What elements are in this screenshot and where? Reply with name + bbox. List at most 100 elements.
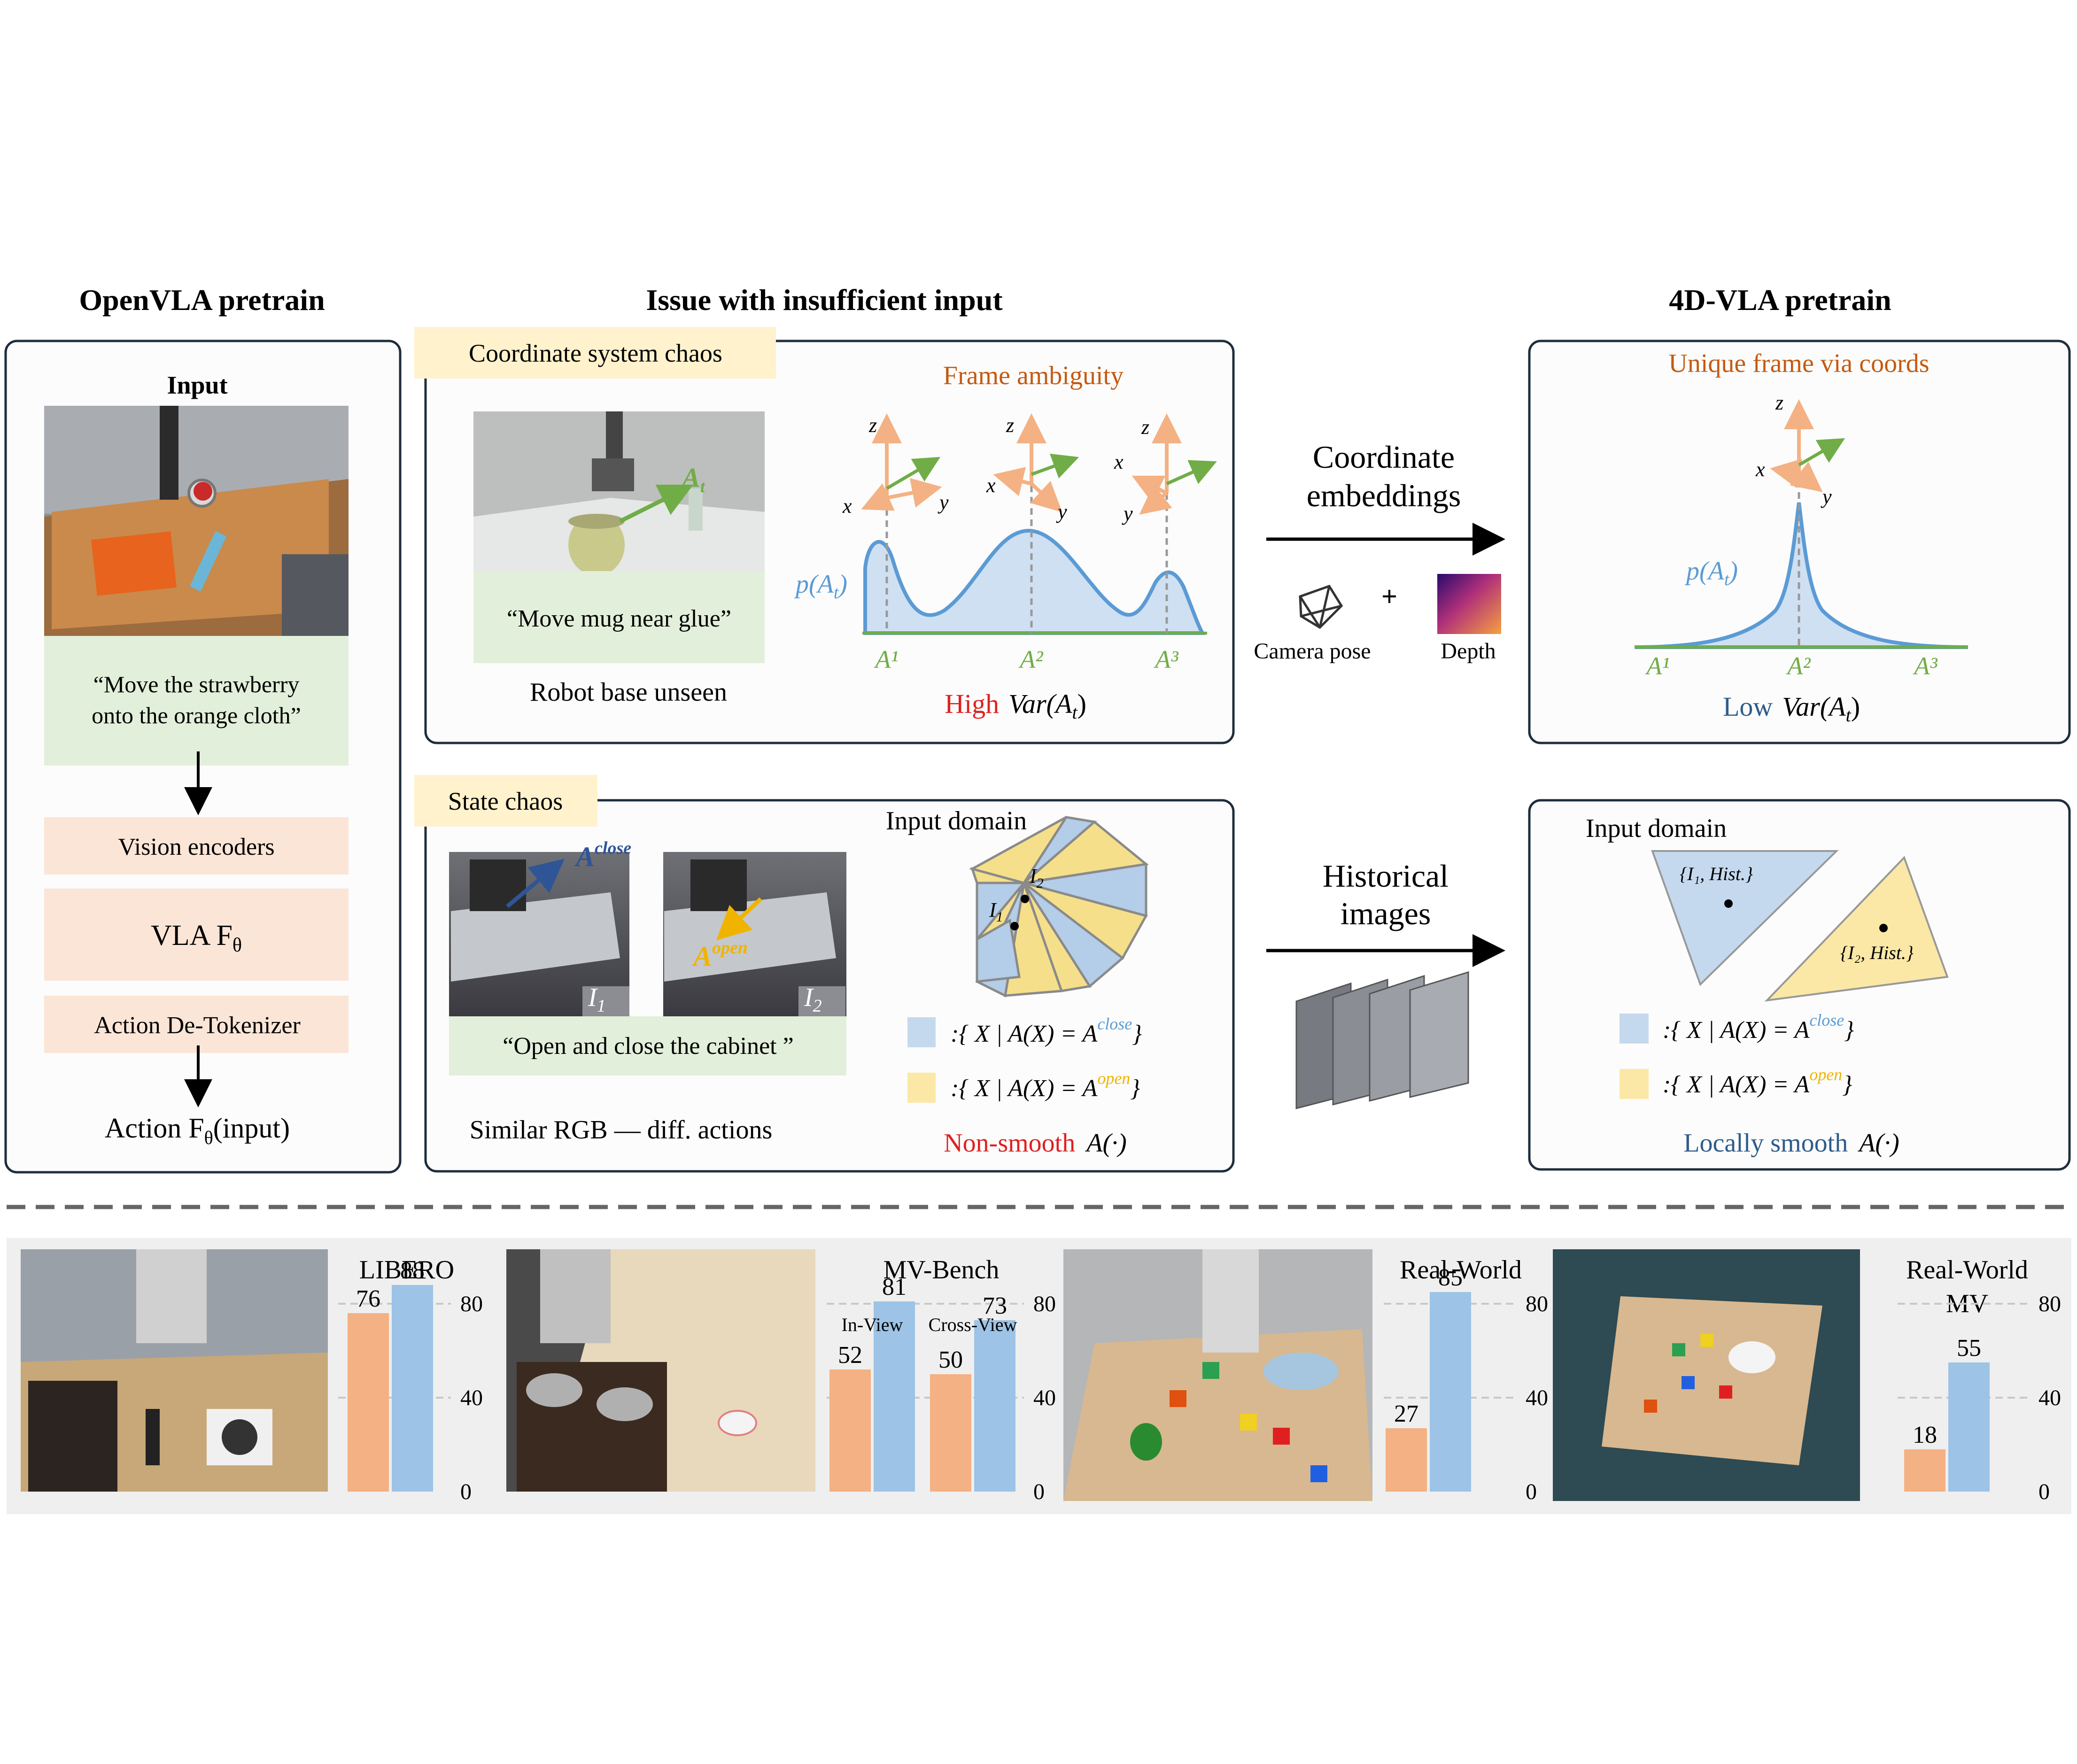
coord-frame-1: z x y <box>842 413 949 518</box>
action-label-mug: At <box>681 462 705 496</box>
chart-title: Real-World <box>1906 1255 2028 1284</box>
bar-value-label: 50 <box>938 1346 963 1373</box>
y-tick-label: 80 <box>1526 1292 1548 1316</box>
legend-close-swatch-right <box>1620 1014 1649 1044</box>
bar-value-label: 88 <box>400 1257 425 1284</box>
coordinate-chaos-panel: Coordinate system chaos At “Move mug nea… <box>414 327 1235 744</box>
bar <box>1386 1428 1427 1492</box>
y-tick-label: 0 <box>1526 1479 1537 1504</box>
domain-triangle-close <box>1651 850 1839 986</box>
left-panel-title: OpenVLA pretrain <box>79 283 325 317</box>
unique-frame-label: Unique frame via coords <box>1668 349 1929 378</box>
y-tick-label: 40 <box>460 1385 483 1410</box>
detokenizer-label: Action De-Tokenizer <box>94 1012 301 1039</box>
axis-z: z <box>1141 416 1149 439</box>
action-open-label: Aopen <box>691 938 748 972</box>
legend-close-swatch <box>907 1017 936 1047</box>
axis-y: y <box>1821 485 1832 508</box>
tick-a2: A² <box>1018 645 1043 673</box>
input-label: Input <box>167 371 227 399</box>
legend-close-text: :{ X | A(X) = Aclose} <box>951 1014 1142 1047</box>
chart-title: Real-World <box>1400 1255 1522 1284</box>
axis-y: y <box>938 491 949 514</box>
state-chaos-panel: State chaos Aclose I1 Aopen I2 “Open and… <box>414 775 1235 1173</box>
frame-ambiguity-label: Frame ambiguity <box>943 361 1124 390</box>
y-tick-label: 40 <box>1526 1385 1548 1410</box>
input-domain-label-mid: Input domain <box>886 806 1027 836</box>
coordinate-embeddings-line2: embeddings <box>1307 478 1461 513</box>
real-world-mv-scene-photo <box>1553 1249 1860 1501</box>
camera-pose-label: Camera pose <box>1254 639 1371 664</box>
depth-label: Depth <box>1441 639 1496 664</box>
tick-a1-right: A¹ <box>1645 652 1669 680</box>
image-2-label: I2 <box>804 983 822 1016</box>
bar-value-label: 81 <box>882 1274 907 1300</box>
action-close-label: Aclose <box>574 838 631 872</box>
similar-rgb-caption: Similar RGB — diff. actions <box>470 1115 773 1145</box>
y-tick-label: 80 <box>460 1292 483 1316</box>
chart-title: MV-Bench <box>884 1255 1000 1284</box>
connector-bottom: Historical images <box>1266 858 1505 1109</box>
peaked-density-curve <box>1634 502 1968 649</box>
historical-images-line2: images <box>1341 896 1431 931</box>
y-tick-label: 40 <box>2038 1385 2061 1410</box>
bar <box>930 1374 971 1492</box>
right-top-panel: Unique frame via coords z x y p(At) A¹ A… <box>1528 340 2071 744</box>
axis-x: x <box>986 474 996 497</box>
instruction-line2: onto the orange cloth” <box>92 702 301 728</box>
domain-triangle-open <box>1764 856 1949 1002</box>
point-i2-label: I2 <box>1029 865 1044 891</box>
cabinet-instruction: “Open and close the cabinet ” <box>503 1033 793 1060</box>
y-tick-label: 80 <box>1033 1292 1056 1316</box>
historical-images-line1: Historical <box>1323 858 1449 894</box>
input-photo <box>44 406 349 636</box>
category-label: In-View <box>842 1314 903 1335</box>
cabinet-image-2: Aopen I2 <box>663 852 846 1016</box>
input-domain-label-right: Input domain <box>1586 814 1727 843</box>
legend-open-swatch-right <box>1620 1069 1649 1099</box>
legend-open-text: :{ X | A(X) = Aopen} <box>951 1069 1140 1102</box>
robot-base-unseen: Robot base unseen <box>530 678 727 707</box>
tick-a3-right: A³ <box>1913 652 1938 680</box>
real-world-scene-photo <box>1063 1249 1372 1501</box>
unique-coord-frame: z x y <box>1755 391 1845 508</box>
cabinet-image-1: Aclose I1 <box>449 838 631 1016</box>
tri1-label: {I₁, Hist.} <box>1680 863 1753 884</box>
axis-z: z <box>868 414 877 437</box>
coordinate-embeddings-line1: Coordinate <box>1313 439 1455 475</box>
libero-scene-photo <box>21 1249 328 1492</box>
point-i1-label: I1 <box>989 898 1003 925</box>
bar-value-label: 18 <box>1913 1422 1937 1448</box>
depth-icon <box>1437 574 1501 634</box>
tri2-label: {I₂, Hist.} <box>1840 942 1914 963</box>
axis-x: x <box>1755 458 1765 481</box>
category-label: Cross-View <box>929 1314 1017 1335</box>
bar <box>829 1369 871 1492</box>
y-tick-label: 0 <box>1033 1479 1045 1504</box>
pinwheel-input-domain <box>969 816 1149 998</box>
bar-value-label: 85 <box>1438 1264 1463 1291</box>
bar <box>348 1313 389 1492</box>
right-bottom-panel: Input domain {I₁, Hist.} {I₂, Hist.} :{ … <box>1528 799 2071 1171</box>
bar <box>1904 1449 1945 1492</box>
camera-pose-icon <box>1299 584 1343 629</box>
right-panel-title: 4D-VLA pretrain <box>1669 283 1891 317</box>
tick-a3: A³ <box>1154 645 1178 673</box>
density-label-low: p(At) <box>1684 557 1738 589</box>
mvbench-scene-photo <box>506 1249 815 1492</box>
vision-encoders-label: Vision encoders <box>118 834 274 860</box>
y-tick-label: 0 <box>460 1479 472 1504</box>
action-output-label: Action Fθ(input) <box>105 1113 290 1148</box>
density-label-high: p(At) <box>794 570 847 603</box>
coord-frame-3: z x y <box>1114 413 1217 525</box>
tick-a1: A¹ <box>874 645 898 673</box>
bar-value-label: 27 <box>1394 1400 1418 1427</box>
bar-value-label: 52 <box>838 1342 862 1369</box>
instruction-line1: “Move the strawberry <box>93 671 300 697</box>
axis-z: z <box>1006 414 1014 437</box>
